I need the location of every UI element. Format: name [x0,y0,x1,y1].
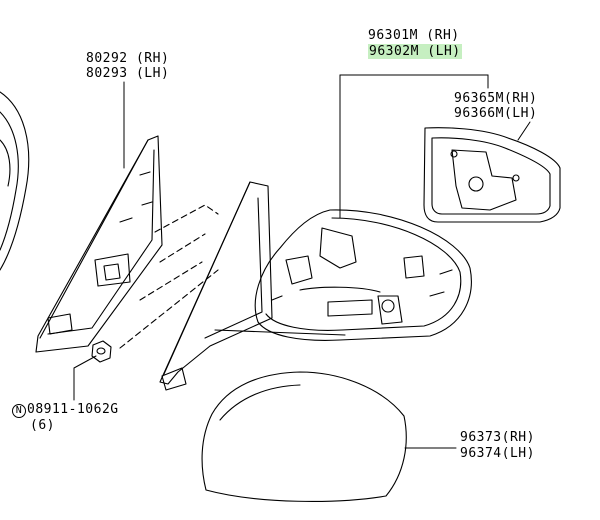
cover-part-rh: 96373(RH) [460,430,535,445]
bracket-part-lh: 80293 (LH) [86,66,170,81]
mounting-bracket [35,135,163,353]
glass-part-lh: 96366M(LH) [454,106,538,121]
nut [91,340,112,363]
mirror-assy-part-lh: 96302M (LH) [368,44,462,59]
nut-quantity: (6) [30,418,55,433]
nut-part-code: 08911-1062G [27,402,119,417]
mirror-housing [254,209,472,341]
leader-lines [73,74,531,449]
mirror-base [159,181,346,391]
mirror-glass [423,127,561,223]
bracket-part-rh: 80292 (RH) [86,51,170,66]
assembly-guide-lines [119,204,219,349]
mirror-cover [201,371,407,502]
mirror-assy-part-rh: 96301M (RH) [368,28,460,43]
glass-part-rh: 96365M(RH) [454,91,538,106]
cover-part-lh: 96374(LH) [460,446,535,461]
door-trim-edge [0,91,30,271]
highlighted-part-number: 96302M (LH) [368,44,462,59]
n-circle-icon: N [12,404,26,418]
